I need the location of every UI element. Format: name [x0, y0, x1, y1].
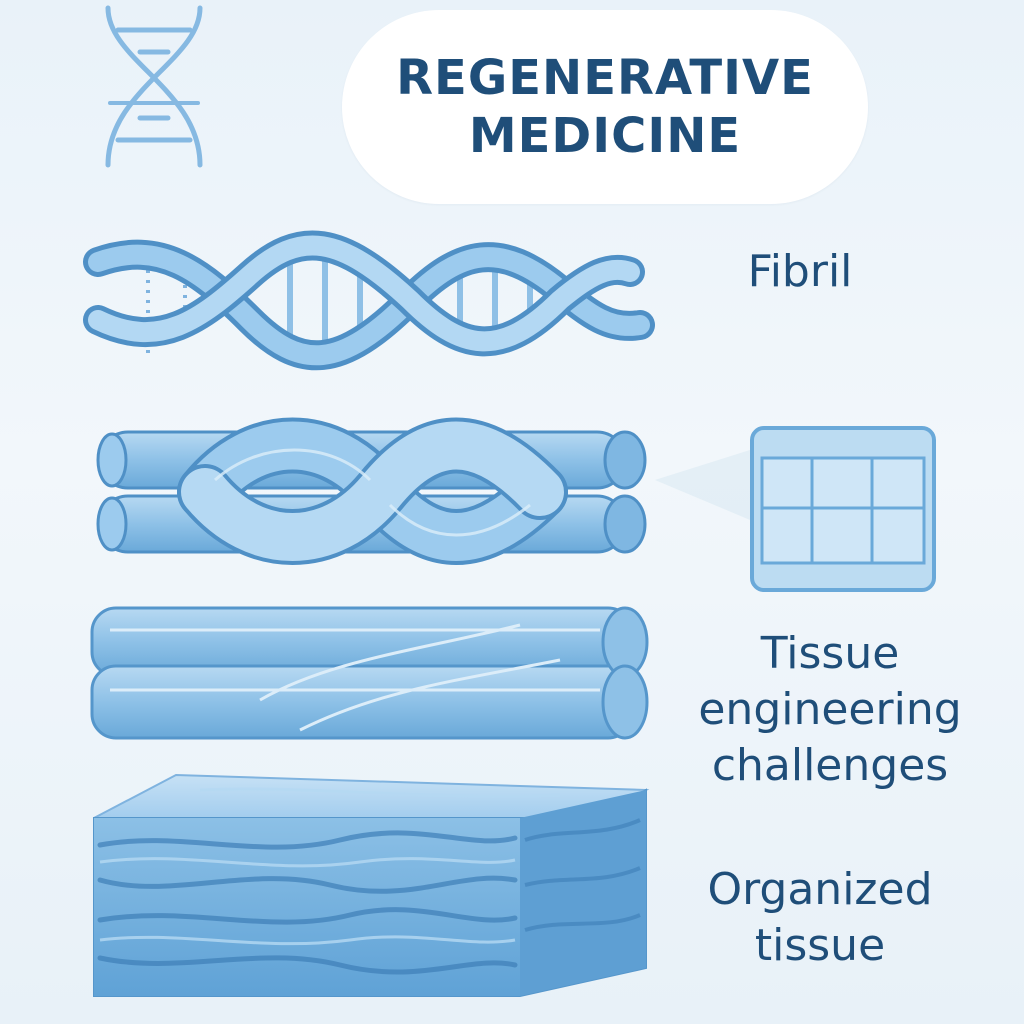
fiber-bundle-icon: [90, 606, 649, 740]
title-pill: REGENERATIVE MEDICINE: [342, 10, 868, 204]
dna-icon: [105, 5, 203, 168]
label-tissue-engineering: Tissue engineering challenges: [690, 626, 970, 794]
tissue-block-icon: [93, 773, 650, 997]
label-tissue-line-3: challenges: [711, 740, 949, 791]
title-line-1: REGENERATIVE: [396, 50, 814, 106]
label-tissue-line-2: engineering: [698, 684, 962, 735]
label-fibril-text: Fibril: [747, 246, 853, 297]
title-line-2: MEDICINE: [468, 108, 742, 164]
label-organized-tissue: Organized tissue: [690, 862, 950, 974]
label-fibril: Fibril: [720, 244, 880, 300]
label-organized-line-2: tissue: [754, 920, 886, 971]
fibril-helix-icon: [83, 230, 655, 371]
label-tissue-line-1: Tissue: [760, 628, 900, 679]
label-organized-line-1: Organized: [707, 864, 933, 915]
twisted-fibers-icon: [96, 417, 647, 565]
scaffold-grid-icon: [750, 426, 936, 592]
